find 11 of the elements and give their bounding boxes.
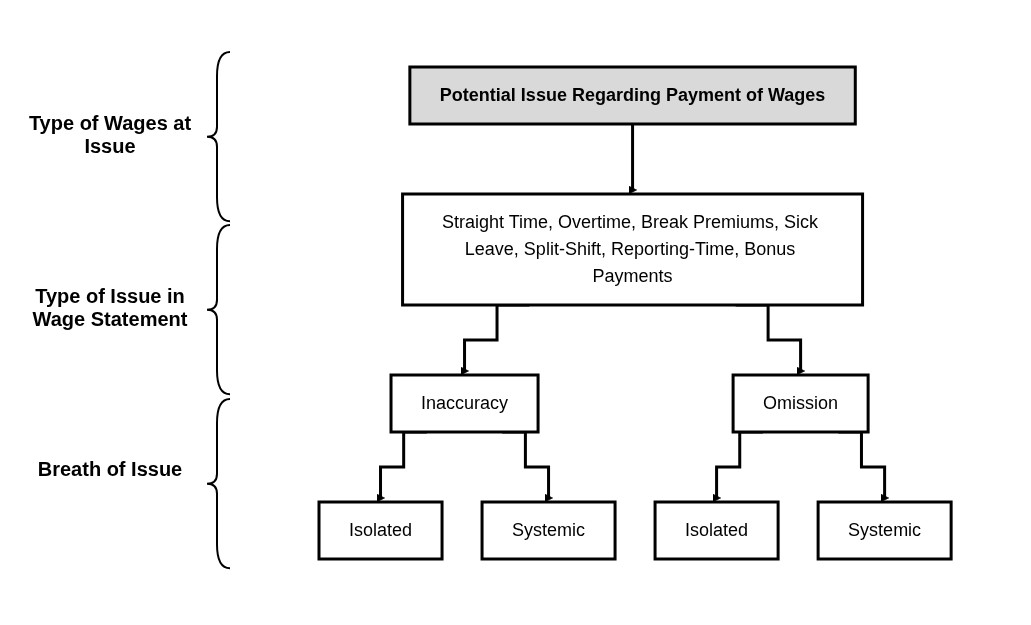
node-box: Omission — [732, 373, 871, 433]
node-box: Isolated — [654, 500, 781, 560]
node-box: Straight Time, Overtime, Break Premiums, Sick Leave, Split-Shift, Reporting-Time, Bonus Payments — [401, 192, 865, 306]
node-box: Systemic — [481, 500, 617, 560]
level-label: Breath of Issue — [36, 458, 184, 482]
node-box: Inaccuracy — [389, 373, 540, 433]
level-label: Type of Wages at Issue — [27, 111, 193, 158]
node-box: Isolated — [317, 500, 444, 560]
node-box: Potential Issue Regarding Payment of Wages — [408, 65, 858, 125]
level-label: Type of Issue in Wage Statement — [31, 285, 189, 331]
node-box: Systemic — [817, 500, 954, 560]
